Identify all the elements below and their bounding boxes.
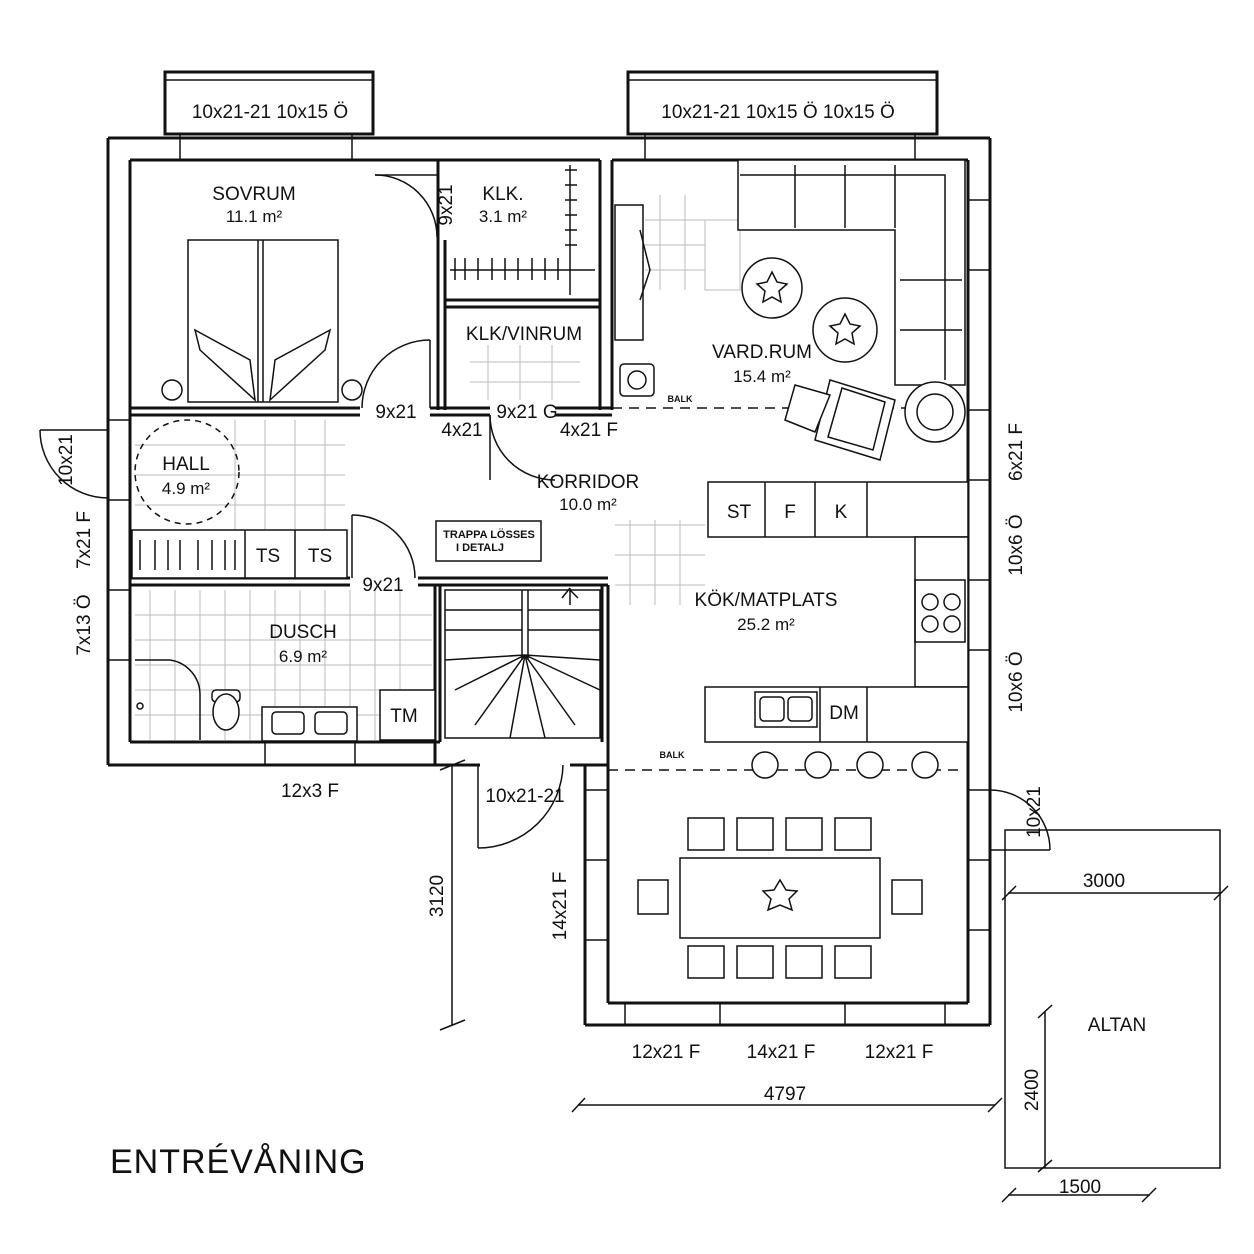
altan-outline (1004, 829, 1221, 1169)
fixture-dm: DM (829, 703, 859, 724)
window-label-right-1: 6x21 F (1006, 423, 1027, 481)
fireplace (614, 204, 655, 397)
interior-walls (130, 160, 614, 765)
room-name-altan: ALTAN (1088, 1015, 1146, 1036)
window-label-bottom-1: 12x21 F (632, 1042, 701, 1063)
dimension-3000: 3000 (1083, 871, 1125, 892)
room-name-klk-vinrum: KLK/VINRUM (466, 324, 582, 345)
dimension-3120: 3120 (427, 875, 448, 917)
note-balk-2: BALK (660, 750, 685, 760)
room-name-korridor: KORRIDOR (537, 472, 639, 493)
door-label-4x21: 4x21 (441, 420, 482, 441)
room-name-hall: HALL (162, 454, 210, 475)
door-label-sovrum: 9x21 (375, 402, 416, 423)
double-bed (161, 239, 363, 403)
fixture-st: ST (727, 502, 752, 523)
window-label-bottom-3: 12x21 F (865, 1042, 934, 1063)
door-label-entry: 10x21-21 (485, 786, 564, 807)
window-label-bottom-2: 14x21 F (747, 1042, 816, 1063)
door-label-klk: 9x21 (436, 184, 457, 225)
hall-wardrobe (131, 529, 348, 579)
room-area-kok: 25.2 m² (737, 615, 795, 634)
window-marks (108, 199, 990, 1025)
dimension-4797: 4797 (764, 1084, 806, 1105)
room-area-korridor: 10.0 m² (559, 495, 617, 514)
room-area-klk: 3.1 m² (479, 207, 528, 226)
dimension-lines (439, 759, 1229, 1203)
room-area-sovrum: 11.1 m² (226, 207, 283, 226)
fixture-ts-2: TS (308, 546, 332, 567)
window-label-left-2: 7x13 Ö (74, 594, 95, 655)
living-room-tables (741, 257, 966, 443)
closet-hangers (450, 165, 595, 295)
dimension-2400: 2400 (1022, 1069, 1043, 1111)
bar-stools (751, 751, 939, 779)
window-label-left-1: 7x21 F (74, 511, 95, 569)
staircase (435, 520, 601, 739)
window-label-right-3: 10x6 Ö (1006, 651, 1027, 712)
bathroom-fixtures (135, 659, 436, 742)
doors (39, 174, 1051, 851)
room-area-hall: 4.9 m² (162, 479, 211, 498)
note-balk-1: BALK (668, 394, 693, 404)
door-label-dusch: 9x21 (362, 575, 403, 596)
room-name-sovrum: SOVRUM (212, 184, 295, 205)
room-name-klk: KLK. (482, 184, 523, 205)
kitchen-units (704, 481, 969, 743)
room-name-dusch: DUSCH (269, 622, 337, 643)
fixture-tm: TM (390, 706, 417, 727)
window-label-dining-left: 14x21 F (550, 872, 571, 941)
note-trappa-1: TRAPPA LÖSSES (443, 528, 535, 541)
door-label-hall-ext: 10x21 (56, 434, 77, 486)
turning-circle (134, 419, 240, 525)
plan-title: ENTRÉVÅNING (110, 1143, 367, 1181)
room-area-vardrum: 15.4 m² (733, 367, 791, 386)
armchair (784, 379, 896, 461)
fixture-k: K (835, 502, 848, 523)
bay-window-top-left (163, 70, 375, 160)
door-label-altan: 10x21 (1024, 786, 1045, 838)
room-area-dusch: 6.9 m² (279, 647, 328, 666)
window-label-bottom-dusch: 12x3 F (281, 781, 339, 802)
fixture-ts-1: TS (256, 546, 280, 567)
floor-tiles (135, 195, 741, 740)
room-name-kok: KÖK/MATPLATS (695, 590, 838, 611)
dimension-1500: 1500 (1059, 1177, 1101, 1198)
fixture-f: F (784, 502, 796, 523)
window-label-top-left: 10x21-21 10x15 Ö (192, 102, 348, 123)
corner-sofa (737, 159, 966, 386)
dining-set (637, 817, 923, 979)
door-label-4x21f: 4x21 F (560, 420, 618, 441)
window-label-top-right: 10x21-21 10x15 Ö 10x15 Ö (661, 102, 894, 123)
window-label-right-2: 10x6 Ö (1006, 514, 1027, 575)
door-label-9x21g: 9x21 G (496, 402, 557, 423)
room-name-vardrum: VARD.RUM (712, 342, 812, 363)
note-trappa-2: I DETALJ (456, 542, 504, 554)
